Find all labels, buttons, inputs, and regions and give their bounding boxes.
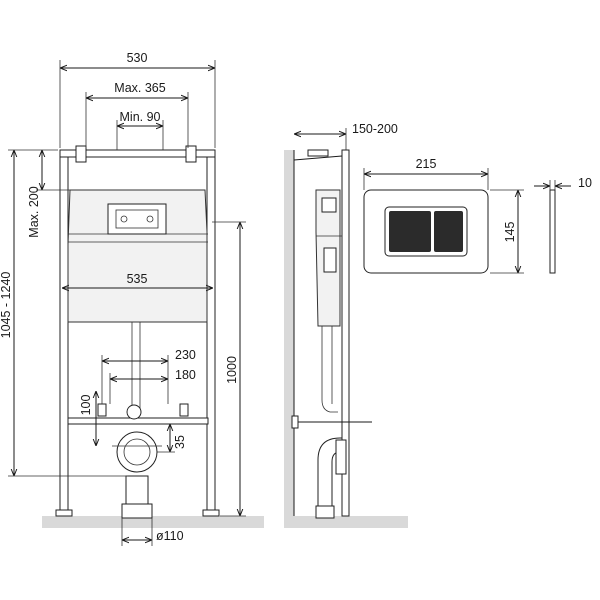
right-post (206, 149, 216, 517)
dim-plate-height: 145 (503, 222, 517, 243)
top-rail (59, 149, 216, 158)
dim-frame-width: 530 (127, 51, 148, 65)
dim-180: 180 (175, 368, 196, 382)
front-dimensions: 530 Max. 365 Min. 90 1045 - 1240 Max. 20… (0, 51, 246, 546)
dim-min-90: Min. 90 (120, 110, 161, 124)
dim-max-200: Max. 200 (27, 186, 41, 237)
wall (284, 150, 294, 528)
dim-35: 35 (173, 435, 187, 449)
dim-frame-height: 1000 (225, 356, 239, 384)
side-view (284, 149, 408, 528)
dim-wall-gap: 150-200 (352, 122, 398, 136)
front-view (42, 145, 264, 528)
drain-outlet (116, 431, 158, 473)
plate-side-profile (549, 189, 556, 274)
dim-plate-width: 215 (416, 157, 437, 171)
dim-100: 100 (79, 395, 93, 416)
right-foot (202, 509, 220, 517)
left-post (59, 149, 69, 517)
side-dimensions: 150-200 (294, 122, 398, 150)
left-foot (55, 509, 73, 517)
dim-plate-depth: 10 (578, 176, 592, 190)
floor-slab (42, 516, 264, 528)
flush-button-small (434, 211, 463, 252)
flush-button-large (389, 211, 431, 252)
plate-dimensions: 215 145 10 (363, 157, 592, 274)
dim-height-range: 1045 - 1240 (0, 272, 13, 339)
flush-mechanism (107, 203, 167, 235)
dim-tank-width: 535 (127, 272, 148, 286)
dim-max-365: Max. 365 (114, 81, 165, 95)
flush-plate (363, 189, 489, 274)
dim-230: 230 (175, 348, 196, 362)
dim-pipe-diameter: ø110 (156, 529, 184, 543)
